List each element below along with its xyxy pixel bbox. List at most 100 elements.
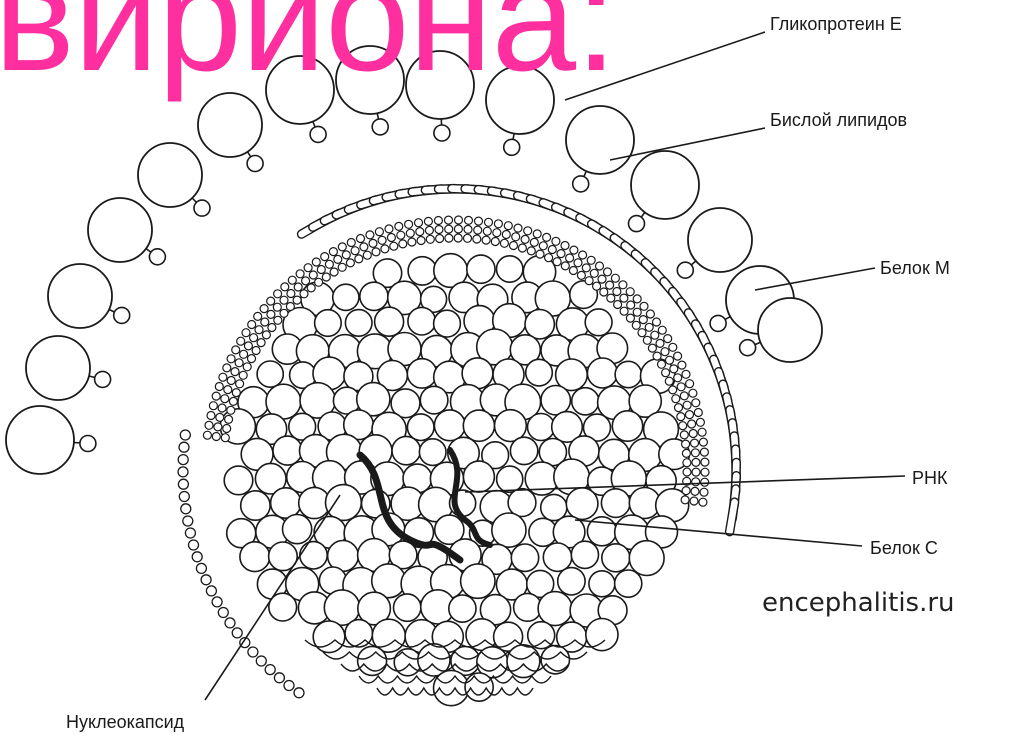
protein-m-bead	[454, 234, 462, 242]
glycoprotein-knob	[740, 340, 756, 356]
protein-c-subunit	[420, 386, 448, 414]
protein-m-bead	[677, 383, 685, 391]
protein-m-bead	[372, 248, 380, 256]
protein-m-bead	[366, 231, 374, 239]
protein-m-bead	[261, 318, 269, 326]
label-rna: РНК	[912, 468, 948, 489]
protein-m-bead	[219, 373, 227, 381]
protein-m-bead	[265, 665, 275, 675]
protein-m-bead	[227, 355, 235, 363]
protein-m-bead	[424, 217, 432, 225]
protein-m-bead	[416, 228, 424, 236]
protein-m-bead	[483, 227, 491, 235]
protein-m-bead	[236, 380, 244, 388]
label-protein-m: Белок М	[880, 258, 950, 279]
protein-m-bead	[381, 245, 389, 253]
protein-m-bead	[205, 421, 213, 429]
protein-c-subunit	[408, 307, 436, 335]
protein-m-bead	[405, 220, 413, 228]
protein-m-bead	[604, 268, 612, 276]
protein-m-bead	[626, 288, 634, 296]
protein-c-subunit	[507, 645, 540, 678]
protein-m-bead	[397, 231, 405, 239]
protein-m-bead	[606, 281, 614, 289]
protein-m-bead	[257, 339, 265, 347]
protein-m-bead	[293, 296, 301, 304]
protein-m-bead	[626, 314, 634, 322]
protein-m-bead	[611, 274, 619, 282]
protein-m-bead	[678, 361, 686, 369]
protein-m-bead	[369, 239, 377, 247]
protein-m-bead	[248, 355, 256, 363]
protein-m-bead	[682, 370, 690, 378]
protein-m-bead	[619, 281, 627, 289]
protein-m-bead	[569, 267, 577, 275]
protein-m-bead	[304, 264, 312, 272]
protein-m-bead	[330, 268, 338, 276]
protein-c-subunit	[434, 310, 461, 337]
glycoprotein-knob	[677, 262, 693, 278]
protein-m-bead	[415, 219, 423, 227]
protein-m-bead	[300, 290, 308, 298]
protein-m-bead	[518, 244, 526, 252]
protein-c-subunit	[394, 649, 421, 676]
protein-m-bead	[255, 326, 263, 334]
glycoprotein-knob	[95, 371, 111, 387]
protein-m-bead	[670, 365, 678, 373]
protein-m-bead	[267, 310, 275, 318]
protein-m-bead	[527, 247, 535, 255]
protein-m-bead	[260, 305, 268, 313]
protein-m-bead	[614, 301, 622, 309]
protein-m-bead	[321, 253, 329, 261]
protein-m-bead	[399, 240, 407, 248]
protein-m-bead	[557, 250, 565, 258]
protein-m-bead	[698, 428, 706, 436]
protein-m-bead	[593, 282, 601, 290]
protein-m-bead	[250, 334, 258, 342]
protein-c-subunit	[572, 388, 599, 415]
protein-c-subunit	[510, 437, 537, 464]
protein-m-bead	[582, 264, 590, 272]
protein-m-bead	[322, 273, 330, 281]
protein-m-bead	[224, 386, 232, 394]
protein-m-bead	[227, 406, 235, 414]
protein-m-bead	[408, 238, 416, 246]
protein-c-subunit	[514, 593, 542, 621]
protein-m-bead	[675, 404, 683, 412]
protein-m-bead	[674, 352, 682, 360]
protein-m-bead	[692, 478, 700, 486]
protein-m-bead	[682, 487, 690, 495]
protein-m-bead	[648, 344, 656, 352]
protein-m-bead	[248, 321, 256, 329]
protein-m-bead	[688, 420, 696, 428]
protein-c-subunit	[566, 488, 598, 520]
protein-m-bead	[267, 297, 275, 305]
protein-m-bead	[662, 369, 670, 377]
protein-m-bead	[682, 440, 690, 448]
protein-m-bead	[342, 251, 350, 259]
protein-m-bead	[214, 423, 222, 431]
protein-m-bead	[203, 431, 211, 439]
protein-m-bead	[325, 260, 333, 268]
protein-m-bead	[363, 251, 371, 259]
protein-m-bead	[242, 329, 250, 337]
protein-m-bead	[691, 439, 699, 447]
protein-c-subunit	[587, 358, 617, 388]
protein-m-bead	[694, 409, 702, 417]
glycoprotein-knob	[434, 125, 450, 141]
protein-m-bead	[682, 449, 690, 457]
protein-m-bead	[280, 296, 288, 304]
protein-c-subunit	[257, 361, 283, 387]
protein-m-bead	[232, 389, 240, 397]
glycoprotein-e-head	[26, 336, 90, 400]
protein-c-subunit	[585, 309, 612, 336]
protein-m-bead	[317, 266, 325, 274]
protein-c-subunit	[467, 255, 495, 283]
protein-c-subunit	[538, 592, 572, 626]
glycoprotein-knob	[149, 249, 165, 265]
protein-m-bead	[590, 269, 598, 277]
protein-m-bead	[658, 326, 666, 334]
protein-m-bead	[600, 288, 608, 296]
label-lipid-bilayer: Бислой липидов	[770, 110, 907, 131]
